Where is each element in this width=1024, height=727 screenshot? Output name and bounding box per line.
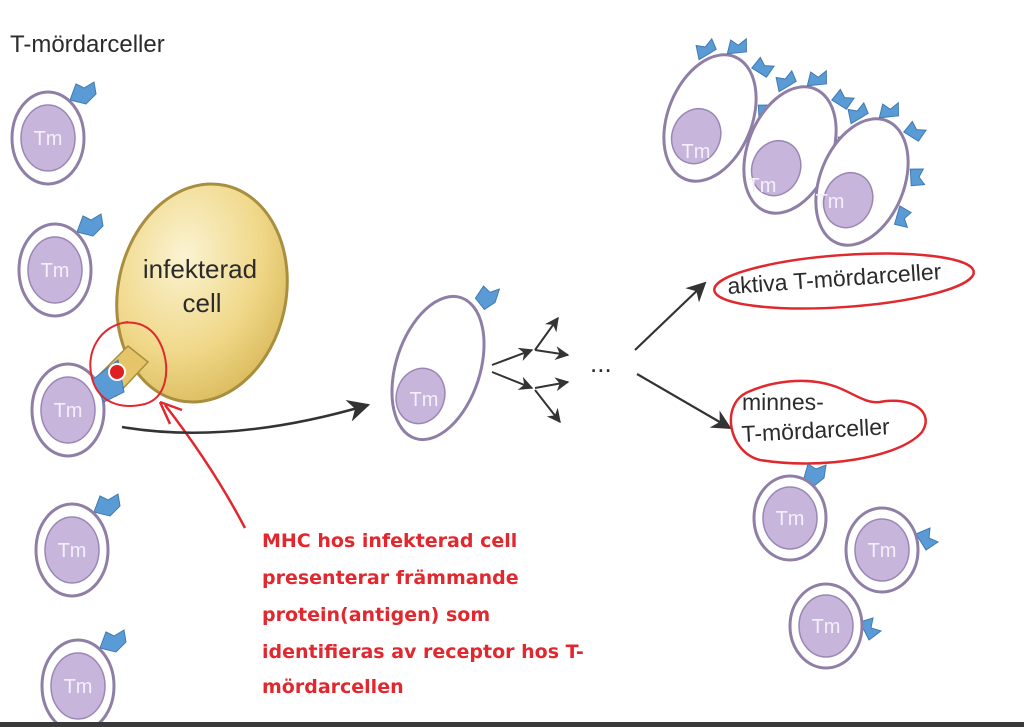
annotation-line: protein(antigen) som bbox=[262, 604, 490, 626]
memory-tcell: Tm bbox=[844, 506, 940, 594]
tcell: Tm bbox=[30, 362, 106, 458]
memory-label-line1: minnes- bbox=[742, 389, 824, 415]
receptor-icon bbox=[859, 617, 883, 641]
annotation-line: MHC hos infekterad cell bbox=[262, 530, 517, 552]
receptor-icon bbox=[69, 81, 97, 105]
annotation-line: mördarcellen bbox=[262, 676, 404, 698]
active-tcell-label: Tm bbox=[748, 175, 777, 197]
annotation-text: MHC hos infekterad cell presenterar främ… bbox=[262, 530, 584, 698]
tcell-label: Tm bbox=[58, 540, 87, 562]
memory-tcell-label: Tm bbox=[776, 508, 805, 530]
infected-cell: infekterad cell bbox=[115, 182, 289, 404]
active-tcell bbox=[742, 69, 855, 215]
tcell-label: Tm bbox=[64, 676, 93, 698]
tcell-label: Tm bbox=[54, 400, 83, 422]
bottom-border bbox=[0, 722, 1024, 727]
annotation-line: presenterar främmande bbox=[262, 567, 519, 589]
active-tcell bbox=[814, 101, 927, 247]
annotation-arrow bbox=[164, 404, 247, 529]
tcell-label: Tm bbox=[41, 260, 70, 282]
infected-cell-label-line2: cell bbox=[182, 288, 221, 318]
proliferation-arrows bbox=[491, 316, 570, 424]
activated-tcell-label: Tm bbox=[410, 389, 439, 411]
active-label-outline bbox=[713, 252, 975, 310]
tcell: Tm bbox=[17, 213, 104, 318]
tcell-column: Tm Tm Tm Tm Tm bbox=[10, 81, 127, 727]
antigen-icon bbox=[108, 363, 126, 381]
memory-tcell-label: Tm bbox=[812, 616, 841, 638]
activation-arrow bbox=[121, 399, 371, 434]
receptor-icon bbox=[915, 527, 940, 551]
receptor-icon bbox=[847, 101, 927, 228]
active-tcell-cluster: Tm Tm Tm bbox=[662, 37, 927, 247]
receptor-icon bbox=[76, 213, 104, 237]
arrow-to-memory bbox=[636, 373, 732, 429]
highlight-circle bbox=[89, 321, 168, 407]
tcell-label: Tm bbox=[34, 128, 63, 150]
tcell: Tm bbox=[10, 81, 97, 186]
receptor-icon bbox=[99, 629, 127, 653]
arrow-to-active bbox=[634, 281, 707, 351]
receptor-icon bbox=[474, 285, 501, 311]
tcell: Tm bbox=[34, 493, 121, 598]
active-tcell-label: Tm bbox=[682, 141, 711, 163]
memory-label-line2: T-mördarceller bbox=[741, 413, 891, 447]
receptor-icon bbox=[93, 493, 121, 517]
mhc-receptor-contact bbox=[91, 344, 150, 403]
memory-tcell-cluster: Tm Tm Tm bbox=[752, 463, 940, 670]
active-label: aktiva T-mördarceller bbox=[727, 258, 943, 299]
activated-tcell bbox=[390, 285, 501, 442]
memory-tcell: Tm bbox=[752, 463, 828, 562]
tcell: Tm bbox=[40, 629, 127, 727]
memory-tcell: Tm bbox=[788, 582, 883, 670]
ellipsis-label: ... bbox=[590, 348, 612, 378]
memory-tcell-label: Tm bbox=[868, 540, 897, 562]
memory-label-outline bbox=[729, 379, 927, 465]
active-tcell-label: Tm bbox=[816, 191, 845, 213]
infected-cell-label-line1: infekterad bbox=[143, 254, 257, 284]
title-label: T-mördarceller bbox=[10, 31, 165, 58]
annotation-arrowhead bbox=[158, 400, 183, 425]
annotation-line: identifieras av receptor hos T- bbox=[262, 641, 584, 663]
